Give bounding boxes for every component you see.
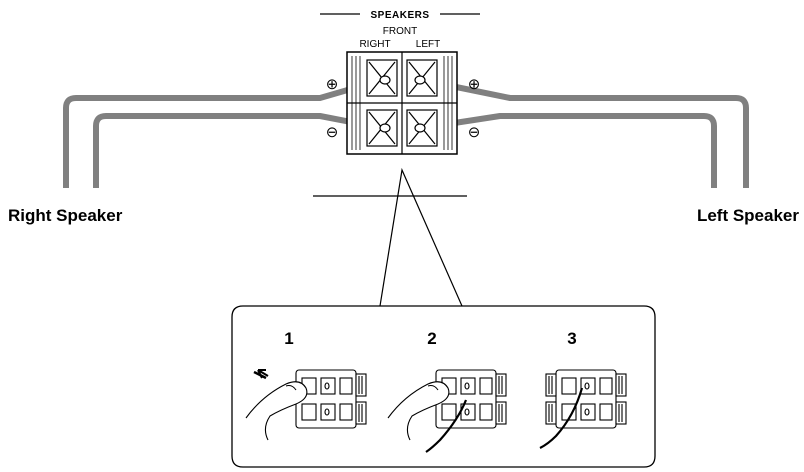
left-channel-label: LEFT [416,39,440,50]
step-2-illustration [387,369,507,453]
right-plus-symbol: ⊕ [326,76,339,93]
right-speaker-label: Right Speaker [8,206,123,225]
speaker-wires [63,77,749,188]
wire-icon [539,387,584,449]
callout-pointer [313,167,467,307]
right-minus-symbol: ⊖ [326,124,339,141]
callout-wedge [379,167,463,307]
speakers-title: SPEAKERS [370,10,429,21]
terminal-clip-icon [545,369,627,429]
right-plus-wire [63,77,383,188]
right-minus-wire [93,113,383,188]
step-1-number: 1 [284,329,293,348]
left-speaker-label: Left Speaker [697,206,799,225]
left-minus-wire [421,113,717,188]
step-3-number: 3 [567,329,576,348]
step-3-illustration [539,369,627,449]
wire-icon [425,399,468,453]
left-plus-symbol: ⊕ [468,76,481,93]
finger-icon [245,381,308,441]
speakers-header: SPEAKERS FRONT RIGHT LEFT [320,10,480,50]
terminal-clip-icon [295,369,367,429]
right-plus-clip [366,59,398,97]
left-plus-wire [421,77,749,188]
terminal-block: ⊕ ⊕ ⊖ ⊖ [326,51,481,155]
left-minus-clip [406,109,438,147]
terminal-clips [366,59,438,147]
front-label: FRONT [383,26,417,37]
left-minus-symbol: ⊖ [468,124,481,141]
terminal-ribbing [347,52,457,154]
finger-icon [387,381,450,441]
right-channel-label: RIGHT [359,39,390,50]
step-2-number: 2 [427,329,436,348]
left-plus-clip [406,59,438,97]
step-1-illustration [245,369,367,441]
right-minus-clip [366,109,398,147]
